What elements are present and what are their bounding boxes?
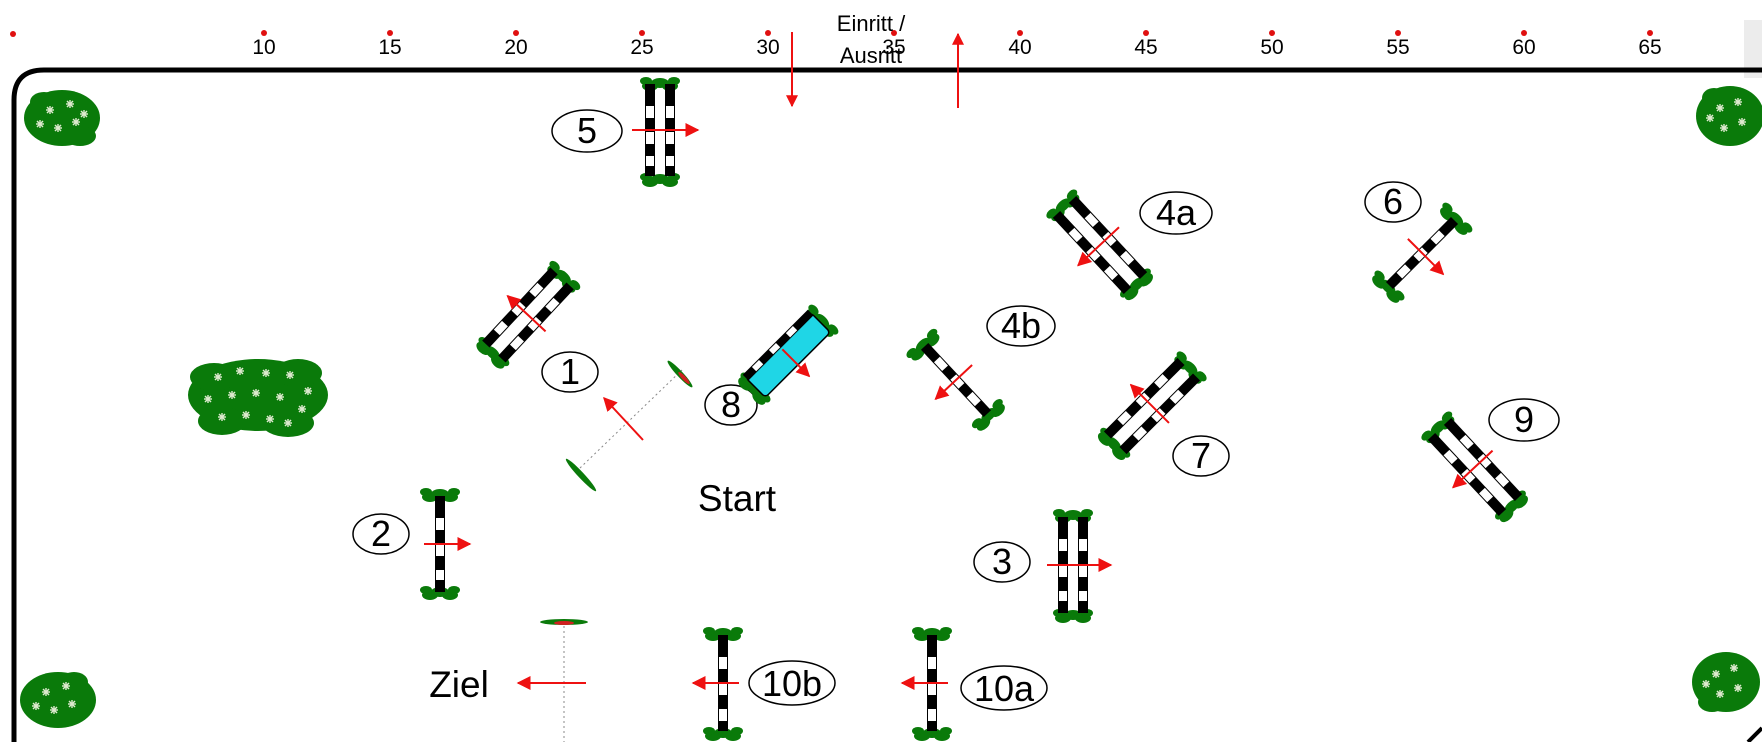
obstacle-10a xyxy=(900,627,952,741)
svg-text:10: 10 xyxy=(252,36,275,59)
ruler-tick: 20 xyxy=(504,30,528,59)
ruler-tick: 10 xyxy=(252,30,276,59)
flower-bush-bottom-right xyxy=(1692,652,1760,712)
ruler-tick: 65 xyxy=(1638,30,1662,59)
ruler-tick: 60 xyxy=(1512,30,1536,59)
svg-text:15: 15 xyxy=(378,36,401,59)
obstacle-number-10a: 10a xyxy=(960,665,1048,711)
flower-bush-bottom-left xyxy=(20,672,96,728)
svg-text:9: 9 xyxy=(1514,399,1534,440)
obstacle-number-3: 3 xyxy=(973,541,1031,583)
obstacle-2 xyxy=(420,488,472,600)
svg-text:4b: 4b xyxy=(1001,305,1041,346)
obstacle-number-5: 5 xyxy=(551,109,623,153)
svg-text:2: 2 xyxy=(371,513,391,554)
obstacle-4b xyxy=(904,326,1009,435)
obstacle-10b xyxy=(691,627,743,741)
svg-text:5: 5 xyxy=(577,110,597,151)
svg-text:45: 45 xyxy=(1134,36,1157,59)
arena-border xyxy=(11,67,1762,742)
water-obstacle xyxy=(734,302,841,409)
ruler-tick: 30 xyxy=(756,30,780,59)
ruler-tick: 55 xyxy=(1386,30,1410,59)
svg-text:7: 7 xyxy=(1191,435,1211,476)
obstacle-1 xyxy=(472,258,583,373)
entry-label-line2: Ausritt xyxy=(840,43,902,68)
svg-text:30: 30 xyxy=(756,36,779,59)
start-label: Start xyxy=(698,478,777,519)
distance-ruler: 10 15 20 25 30 35 40 45 50 55 60 65 xyxy=(252,30,1662,59)
finish-line xyxy=(516,619,588,742)
obstacle-number-9: 9 xyxy=(1488,398,1560,442)
obstacle-number-10b: 10b xyxy=(748,660,836,706)
obstacle-number-4b: 4b xyxy=(986,305,1056,347)
svg-text:8: 8 xyxy=(721,384,741,425)
entry-label-line1: Einritt / xyxy=(837,11,906,36)
ruler-tick: 45 xyxy=(1134,30,1158,59)
ruler-tick: 15 xyxy=(378,30,402,59)
svg-text:60: 60 xyxy=(1512,36,1535,59)
svg-text:40: 40 xyxy=(1008,36,1031,59)
obstacle-5 xyxy=(632,77,700,187)
entry-exit: Einritt / Ausritt xyxy=(786,11,964,108)
ruler-tick: 50 xyxy=(1260,30,1284,59)
flower-bush-top-right xyxy=(1696,86,1762,146)
obstacle-number-2: 2 xyxy=(352,513,410,555)
right-edge-strip xyxy=(1744,20,1762,78)
ruler-tick: 25 xyxy=(630,30,654,59)
svg-text:50: 50 xyxy=(1260,36,1283,59)
svg-text:20: 20 xyxy=(504,36,527,59)
obstacle-number-8: 8 xyxy=(704,384,758,426)
svg-text:10a: 10a xyxy=(974,668,1035,709)
svg-text:1: 1 xyxy=(560,351,580,392)
ruler-origin-dot xyxy=(10,31,16,37)
svg-text:55: 55 xyxy=(1386,36,1409,59)
obstacle-3 xyxy=(1047,509,1113,623)
obstacle-9 xyxy=(1419,409,1532,526)
obstacle-number-7: 7 xyxy=(1172,435,1230,477)
obstacle-number-1: 1 xyxy=(541,351,599,393)
finish-label: Ziel xyxy=(429,664,489,705)
svg-text:65: 65 xyxy=(1638,36,1661,59)
svg-text:6: 6 xyxy=(1383,181,1403,222)
svg-text:10b: 10b xyxy=(762,663,822,704)
obstacle-number-4a: 4a xyxy=(1139,191,1213,235)
svg-text:3: 3 xyxy=(992,541,1012,582)
obstacle-7 xyxy=(1094,349,1209,464)
flower-bush-top-left xyxy=(24,90,100,146)
svg-text:25: 25 xyxy=(630,36,653,59)
svg-text:4a: 4a xyxy=(1156,192,1197,233)
ruler-tick: 40 xyxy=(1008,30,1032,59)
obstacle-8 xyxy=(565,360,693,492)
obstacle-number-6: 6 xyxy=(1364,181,1422,223)
obstacle-6 xyxy=(1368,200,1475,307)
obstacle-4a xyxy=(1044,187,1157,304)
ruler-tick: 35 xyxy=(882,30,906,59)
svg-text:35: 35 xyxy=(882,36,905,59)
arena-border-right-cut xyxy=(1746,726,1762,742)
flower-bed-left xyxy=(188,359,328,437)
